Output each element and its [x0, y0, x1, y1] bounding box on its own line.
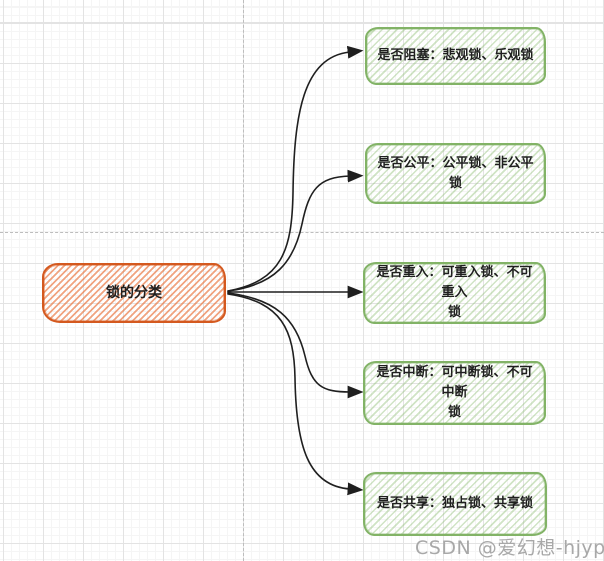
csdn-watermark: CSDN @爱幻想-hjyp — [415, 537, 604, 559]
node-blocking[interactable]: 是否阻塞：悲观锁、乐观锁 — [365, 27, 546, 85]
node-share[interactable]: 是否共享：独占锁、共享锁 — [363, 472, 547, 536]
node-label: 是否中断：可中断锁、不可中断 锁 — [376, 365, 533, 420]
edge-root-to-fairness[interactable] — [227, 169, 364, 292]
node-reentrant[interactable]: 是否重入：可重入锁、不可重入 锁 — [363, 262, 546, 324]
node-interrupt[interactable]: 是否中断：可中断锁、不可中断 锁 — [363, 361, 546, 425]
edge-root-to-share[interactable] — [227, 293, 364, 496]
node-label: 是否公平：公平锁、非公平锁 — [377, 155, 534, 191]
node-label: 是否阻塞：悲观锁、乐观锁 — [377, 48, 534, 63]
edge-root-to-interrupt[interactable] — [227, 292, 364, 399]
edge-root-to-blocking[interactable] — [227, 45, 364, 292]
node-lock-classification[interactable]: 锁的分类 — [42, 263, 226, 323]
node-label: 是否重入：可重入锁、不可重入 锁 — [376, 265, 533, 320]
node-fairness[interactable]: 是否公平：公平锁、非公平锁 — [365, 143, 546, 204]
node-label: 是否共享：独占锁、共享锁 — [376, 496, 533, 511]
node-label: 锁的分类 — [106, 285, 162, 301]
